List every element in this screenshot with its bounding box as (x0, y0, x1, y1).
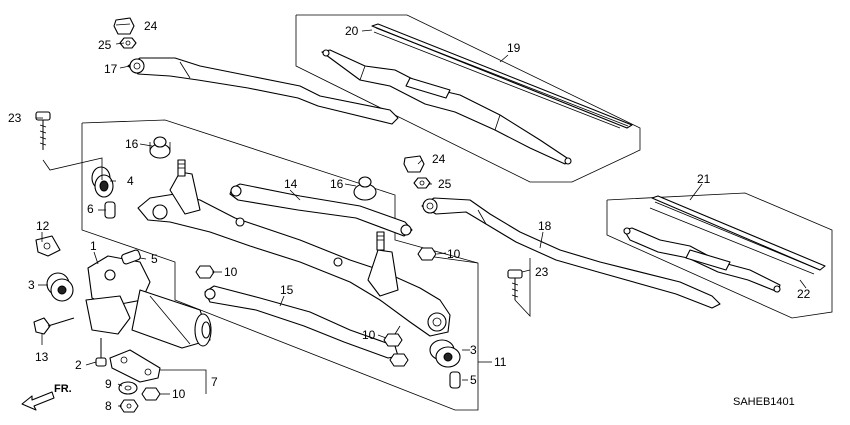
callout-21: 21 (697, 172, 711, 186)
wiper-arm-18 (421, 197, 721, 309)
cap-24-lower (403, 155, 425, 173)
nut-10-center (383, 333, 403, 347)
nut-25-upper (119, 37, 137, 49)
callout-8: 8 (105, 399, 112, 413)
wiper-blade-22 (623, 227, 781, 293)
front-direction-label: FR. (54, 383, 72, 395)
callout-17: 17 (104, 62, 118, 76)
callout-2: 2 (75, 358, 82, 372)
bushing-4 (91, 166, 114, 198)
bracket-7 (109, 349, 161, 383)
callout-22: 22 (797, 287, 811, 301)
callout-14: 14 (284, 177, 298, 191)
clip-12 (35, 235, 61, 257)
front-direction-arrow: FR. (21, 383, 72, 411)
pivot-shaft-right (376, 231, 385, 251)
callout-10: 10 (224, 265, 238, 279)
collar-6 (104, 201, 116, 219)
nut-10-right (417, 247, 437, 261)
bolt-23-right (507, 269, 523, 300)
blade-group-outline-lower (606, 192, 833, 319)
callout-16: 16 (125, 137, 139, 151)
wiper-motor-1 (85, 255, 212, 349)
pivot-shaft-left (177, 159, 186, 177)
callout-9: 9 (105, 377, 112, 391)
callout-20: 20 (345, 24, 359, 38)
bolt-13 (33, 317, 75, 335)
nut-25-lower (413, 177, 431, 189)
callout-3: 3 (28, 278, 35, 292)
wiper-blade-rubber-20 (371, 23, 633, 129)
callout-18: 18 (538, 219, 552, 233)
grommet-16-left (149, 136, 171, 159)
nut-8 (119, 399, 139, 413)
callout-3: 3 (470, 343, 477, 357)
linkage-frame-11 (137, 171, 451, 337)
nut-10-lower (389, 353, 409, 367)
callout-25: 25 (438, 177, 452, 191)
callout-4: 4 (127, 174, 134, 188)
wiper-blade-rubber-21 (649, 195, 826, 275)
grommet-16-right (353, 176, 377, 201)
callout-10: 10 (172, 387, 186, 401)
callout-12: 12 (36, 219, 50, 233)
linkage-link-14 (229, 183, 413, 237)
wiper-arm-17 (127, 57, 399, 125)
wiper-blade-19 (321, 49, 572, 165)
washer-9 (118, 381, 138, 395)
callout-11: 11 (494, 355, 507, 369)
nut-10-left (195, 265, 215, 279)
callout-19: 19 (507, 41, 521, 55)
callout-10: 10 (362, 328, 376, 342)
collar-5-right (449, 371, 461, 389)
collar-5-left (121, 249, 141, 265)
callout-16: 16 (330, 177, 344, 191)
callout-5: 5 (470, 373, 477, 387)
bolt-2 (95, 338, 107, 367)
callout-labels: 24 25 17 20 19 23 16 4 6 14 16 24 25 18 … (8, 19, 811, 413)
leader-lines (36, 23, 807, 407)
callout-25: 25 (98, 38, 112, 52)
callout-10: 10 (447, 247, 461, 261)
bushing-3-left (46, 272, 74, 302)
callout-7: 7 (211, 375, 218, 389)
callout-13: 13 (35, 350, 49, 364)
callout-24: 24 (144, 19, 158, 33)
callout-23: 23 (535, 265, 549, 279)
linkage-link-15 (204, 285, 399, 359)
bushing-3-right (429, 339, 461, 368)
blade-group-outline-upper (295, 14, 641, 183)
callout-15: 15 (280, 283, 294, 297)
cap-24-upper (113, 17, 135, 35)
callout-23: 23 (8, 111, 22, 125)
callout-6: 6 (87, 202, 94, 216)
callout-5: 5 (151, 252, 158, 266)
callout-1: 1 (90, 239, 97, 253)
callout-24: 24 (432, 152, 446, 166)
nut-10-bottom (141, 387, 161, 401)
diagram-code: SAHEB1401 (733, 396, 795, 408)
